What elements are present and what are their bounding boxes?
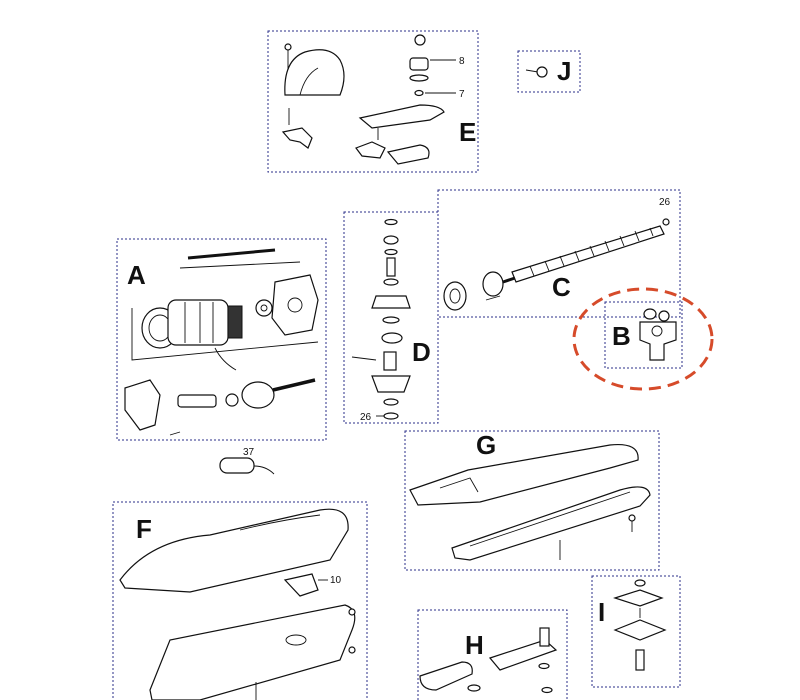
c-lead-screw [511,225,665,283]
h-lever-arm [419,661,473,691]
f-bracket [283,573,319,597]
f-base-plate [149,604,356,700]
f-callout-10: 10 [330,575,342,586]
group-b-highlight [572,287,714,391]
group-a-label: A [127,260,146,290]
group-g: G [404,430,660,571]
c-callout-26: 26 [659,197,671,208]
capacitor: 37 [219,447,275,475]
capacitor-callout: 37 [243,447,255,458]
group-f: F 10 [112,501,368,700]
group-a: A [116,238,327,441]
group-j-frame [517,50,581,93]
h-plate [488,639,558,671]
d-callout-26: 26 [360,412,372,423]
group-j-label: J [557,56,571,86]
e-callout-8: 8 [459,56,465,67]
g-cover [409,443,639,506]
a-gear-housing [271,274,319,336]
e-plate [386,144,430,165]
c-gear-right [482,271,504,297]
group-b-label: B [612,321,631,351]
group-i-label: I [598,597,605,627]
group-e-frame [267,30,479,173]
e-callout-7: 7 [459,89,465,100]
a-motor-body [167,299,229,346]
group-d-frame [343,211,439,424]
group-c: 26 C [437,189,681,318]
group-g-label: G [476,430,496,460]
c-gear-left [443,281,467,311]
e-lever [358,104,445,129]
group-e-label: E [459,117,476,147]
group-i-frame [591,575,681,688]
group-e: 8 7 E [267,30,479,173]
d-upper-gear [371,295,411,309]
group-c-label: C [552,272,571,302]
group-d: 26 D [343,211,439,424]
i-lower-block [613,619,667,641]
group-a-frame [116,238,327,441]
group-b: B [572,287,714,391]
j-key [536,66,548,78]
g-base-rail [451,486,651,561]
group-b-frame [604,301,683,369]
a-rotor [241,381,275,409]
a-end-bracket [124,379,161,431]
group-h: H [417,609,568,700]
group-h-label: H [465,630,484,660]
f-housing [119,508,349,593]
capacitor-body [219,457,255,474]
group-h-frame [417,609,568,700]
group-g-frame [404,430,660,571]
group-c-frame [437,189,681,318]
i-upper-block [613,589,664,607]
e-bracket-right [355,141,386,159]
b-clamp [639,321,677,361]
group-i: I [591,575,681,688]
group-j: J [517,50,581,93]
group-d-label: D [412,337,431,367]
e-bracket-left [281,127,313,149]
group-f-label: F [136,514,152,544]
e-cover [284,49,345,96]
d-bevel-gear [371,375,411,393]
